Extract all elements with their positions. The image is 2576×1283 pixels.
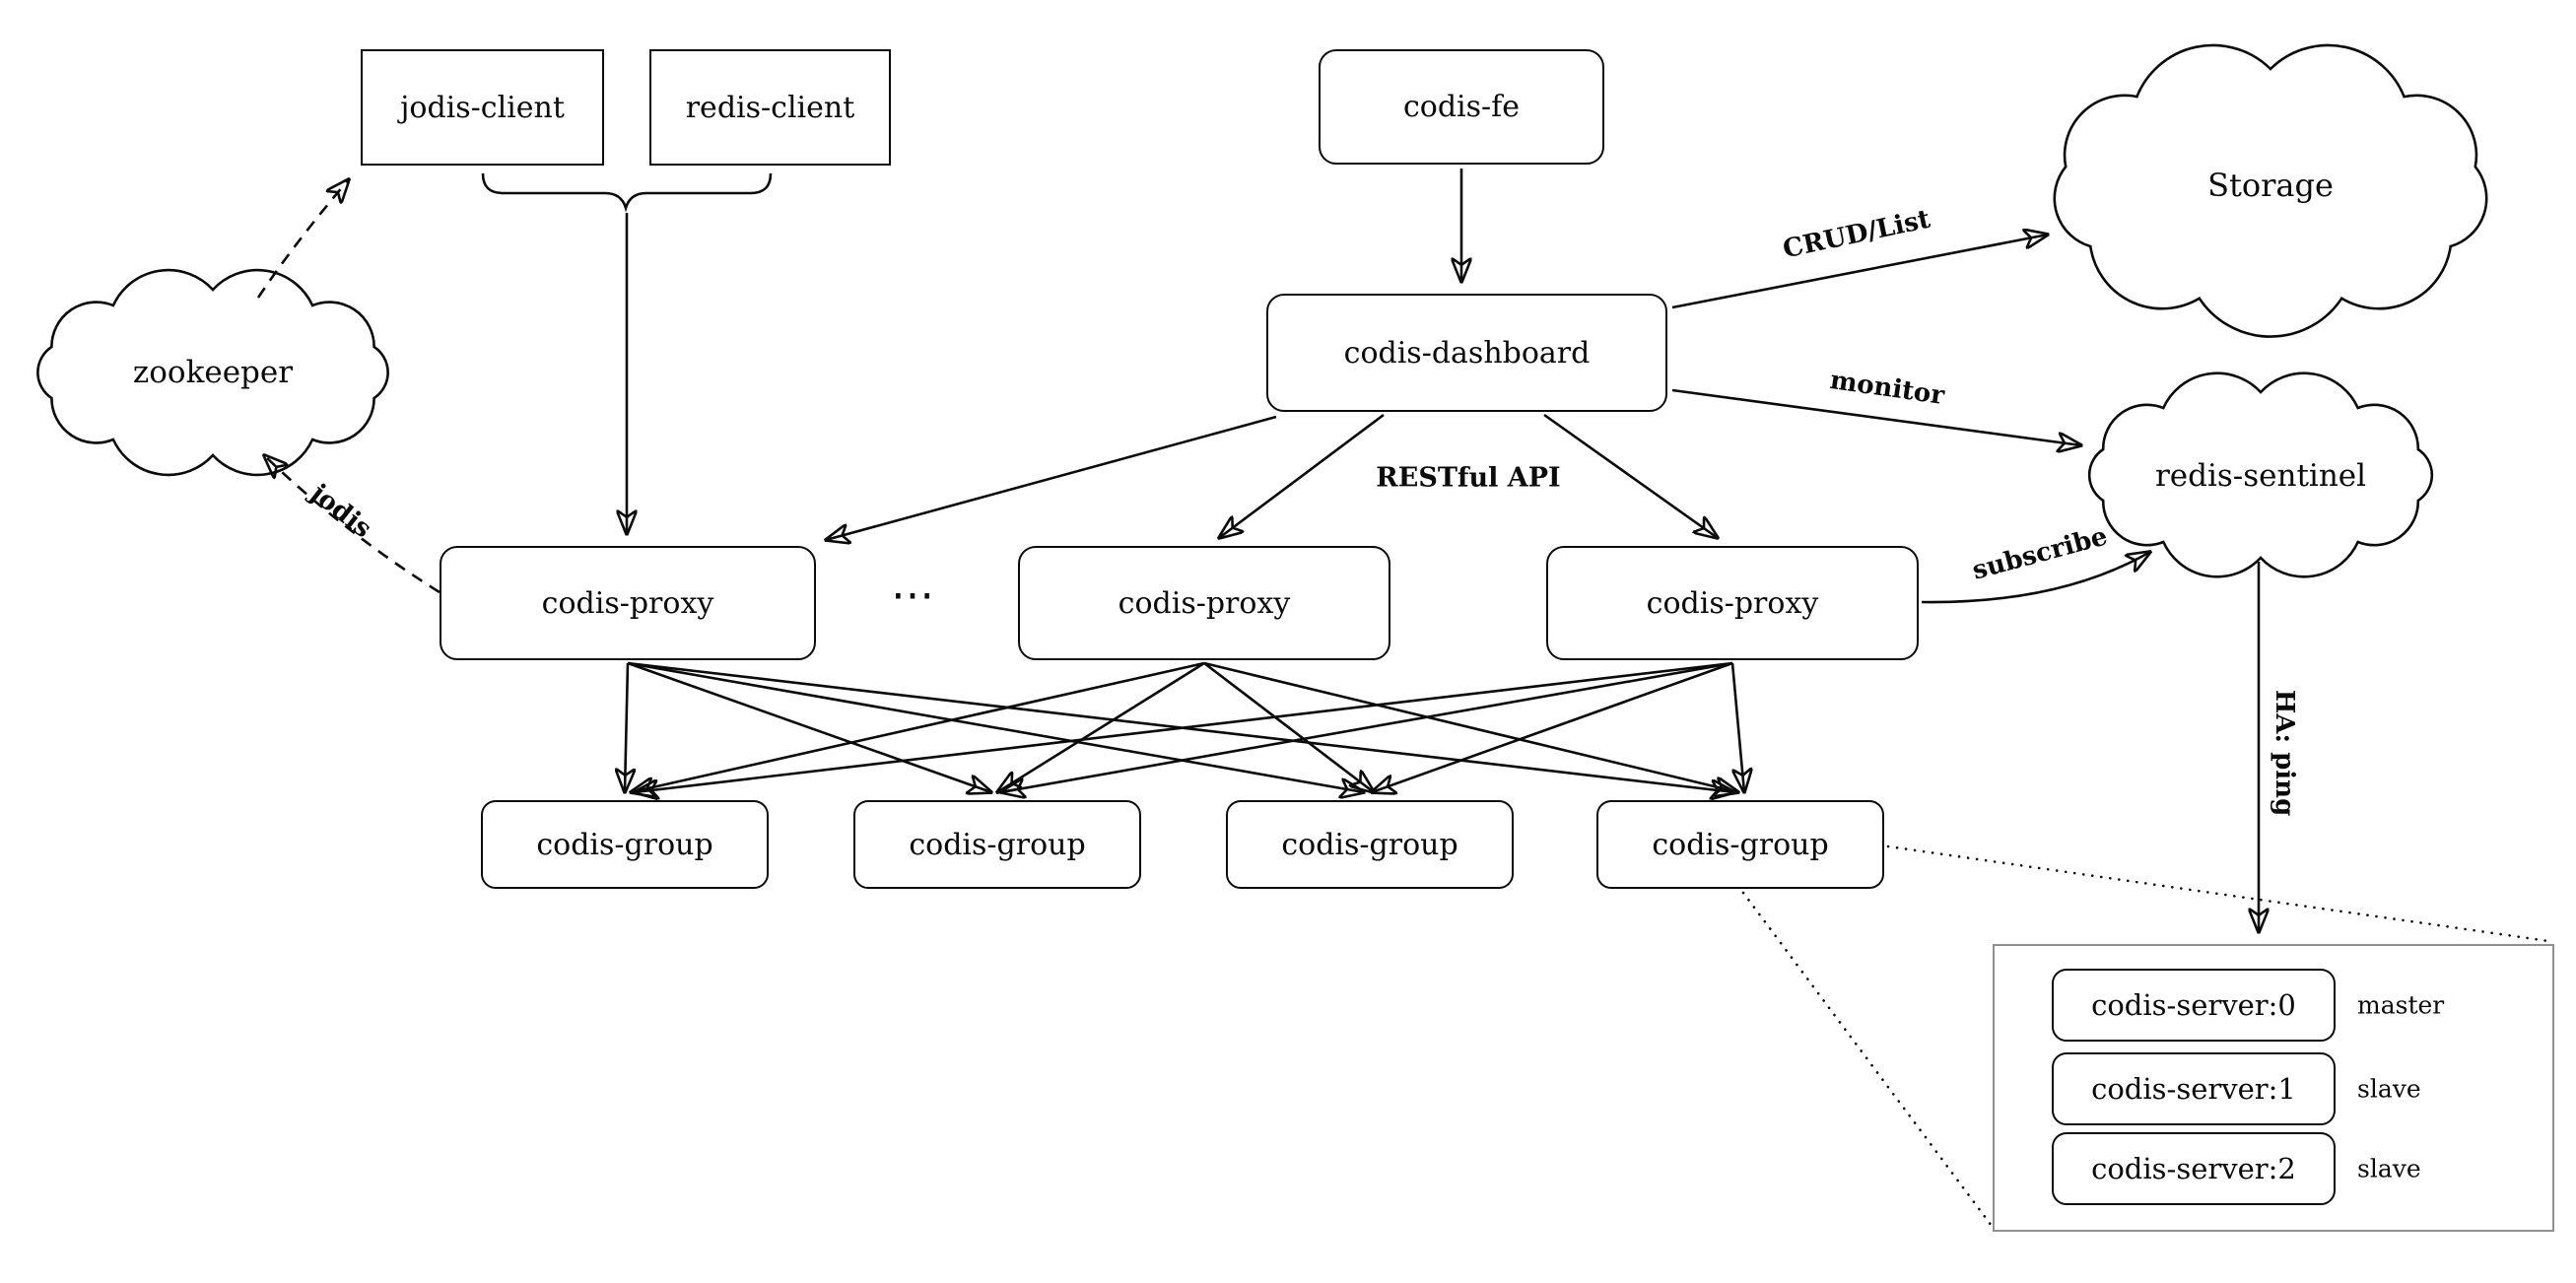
node-codis-proxy-2: codis-proxy [1018,546,1390,660]
edge-proxy2-group4 [1203,661,1738,792]
edge-proxy2-group1 [631,661,1205,792]
node-codis-proxy-3: codis-proxy [1546,546,1919,660]
edge-label-ha-ping: HA: ping [2270,689,2299,817]
edge-dashboard-to-proxy1 [826,415,1277,540]
edge-proxy1-group1 [625,662,628,792]
clients-brace [481,172,773,213]
detail-connector-top [1886,844,2550,943]
node-codis-server-2: codis-server:2 [2052,1132,2336,1205]
server-role-master: master [2357,990,2445,1020]
node-codis-server-1: codis-server:1 [2052,1052,2336,1125]
node-codis-server-0: codis-server:0 [2052,969,2336,1042]
edge-proxy1-jodis-zookeeper [264,455,441,594]
edge-proxy1-group2 [627,661,991,792]
node-codis-proxy-1: codis-proxy [440,546,816,660]
proxy-ellipsis: ⋯ [891,570,938,621]
node-codis-group-1: codis-group [481,800,769,889]
edge-proxy1-group3 [627,661,1364,792]
server-role-slave-2: slave [2357,1154,2421,1183]
edge-proxy3-subscribe-sentinel [1921,552,2150,604]
redis-sentinel-cloud-shape [2087,371,2434,578]
node-codis-dashboard: codis-dashboard [1266,294,1667,412]
node-codis-fe: codis-fe [1319,49,1604,165]
server-role-slave-1: slave [2357,1074,2421,1104]
node-redis-sentinel-label: redis-sentinel [2154,458,2367,494]
edge-proxy2-group2 [997,661,1205,792]
edge-dashboard-to-sentinel [1671,388,2081,445]
node-redis-client: redis-client [649,49,891,166]
node-codis-group-2: codis-group [853,800,1141,889]
edge-proxy3-group1 [635,661,1733,792]
zookeeper-cloud-shape [36,268,389,477]
node-zookeeper-label: zookeeper [132,355,294,390]
edge-dashboard-to-proxy3 [1543,413,1718,538]
edge-proxy3-group2 [1001,661,1733,792]
edge-zookeeper-to-jodis-client [256,179,349,299]
detail-connector-bottom [1741,891,1994,1228]
edge-label-restful-api: RESTful API [1376,462,1561,494]
edge-proxy3-group4 [1730,662,1744,792]
node-jodis-client: jodis-client [361,49,604,166]
edge-dashboard-to-storage [1671,235,2048,309]
node-codis-group-3: codis-group [1226,800,1514,889]
edge-proxy2-group3 [1203,661,1374,792]
node-storage-label: Storage [2207,167,2334,204]
node-codis-group-4: codis-group [1596,800,1884,889]
edge-proxy3-group3 [1372,661,1733,792]
storage-cloud-shape [2053,43,2488,338]
edge-dashboard-to-proxy2 [1219,413,1385,538]
